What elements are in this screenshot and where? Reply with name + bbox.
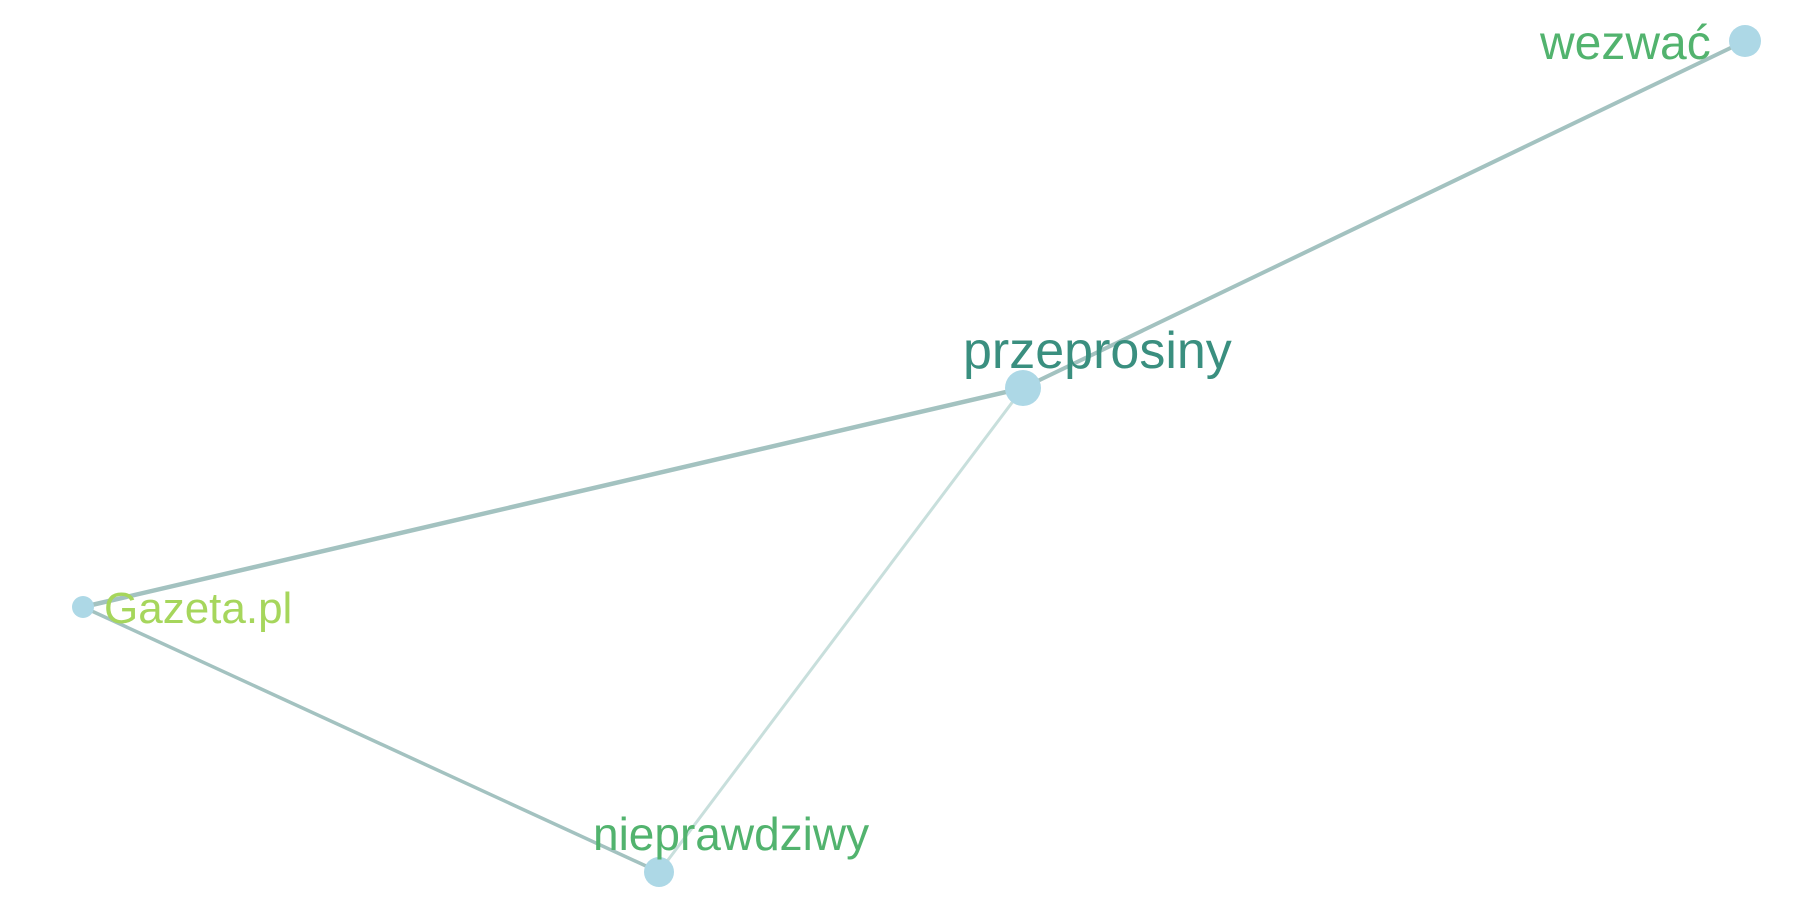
- node-wezwac[interactable]: wezwać: [1539, 17, 1761, 70]
- nodes-layer: przeprosiny wezwać Gazeta.pl nieprawdziw…: [72, 17, 1761, 887]
- node-label-gazeta: Gazeta.pl: [104, 584, 292, 633]
- edge-przeprosiny-nieprawdziwy: [657, 386, 1025, 874]
- edge-gazeta-nieprawdziwy: [81, 605, 661, 874]
- edges-layer: [80, 39, 1747, 874]
- node-dot-gazeta: [72, 596, 94, 618]
- node-label-przeprosiny: przeprosiny: [963, 322, 1232, 380]
- node-dot-wezwac: [1729, 25, 1761, 57]
- node-nieprawdziwy[interactable]: nieprawdziwy: [593, 808, 869, 887]
- node-dot-nieprawdziwy: [644, 857, 674, 887]
- node-label-wezwac: wezwać: [1539, 17, 1711, 70]
- edge-przeprosiny-gazeta: [80, 385, 1026, 610]
- edge-przeprosiny-wezwac: [1021, 39, 1747, 390]
- node-przeprosiny[interactable]: przeprosiny: [963, 322, 1232, 406]
- node-gazeta[interactable]: Gazeta.pl: [72, 584, 292, 633]
- node-dot-przeprosiny: [1005, 370, 1041, 406]
- node-label-nieprawdziwy: nieprawdziwy: [593, 808, 869, 860]
